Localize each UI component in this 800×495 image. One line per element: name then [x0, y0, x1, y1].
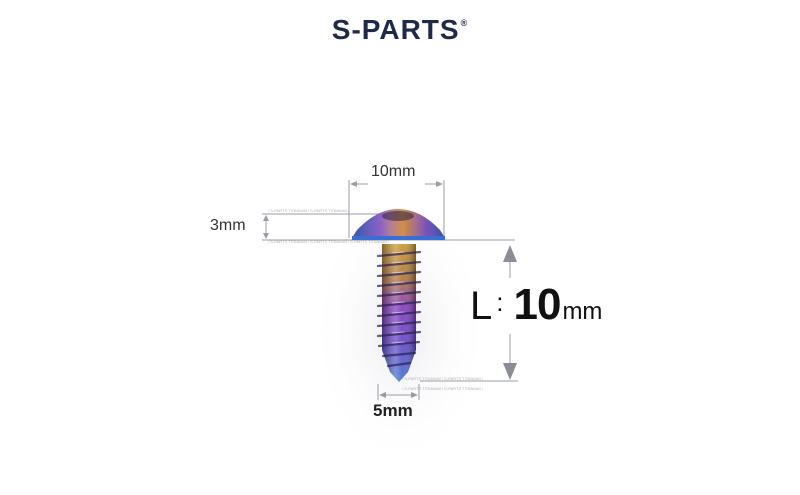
watermark-text: / S-PARTS TITANIUM / S-PARTS TITANIUM / … — [268, 208, 484, 391]
brand-logo: S-PARTS® — [0, 14, 800, 46]
registered-mark: ® — [460, 18, 469, 28]
head-width-label: 10mm — [371, 163, 416, 180]
head-height-label: 3mm — [210, 217, 246, 234]
svg-text:/ S-PARTS TITANIUM / S-PARTS T: / S-PARTS TITANIUM / S-PARTS TITANIUM / — [402, 376, 484, 381]
svg-text:/ S-PARTS TITANIUM / S-PARTS T: / S-PARTS TITANIUM / S-PARTS TITANIUM / — [402, 386, 484, 391]
length-symbol: L — [470, 284, 493, 328]
brand-name: S-PARTS — [331, 14, 460, 45]
screw-image — [352, 209, 445, 382]
thread-diameter-label: 5mm — [373, 401, 413, 420]
head-width-dimension — [348, 180, 445, 238]
svg-text:/ S-PARTS TITANIUM / S-PARTS T: / S-PARTS TITANIUM / S-PARTS TITANIUM / — [268, 208, 350, 213]
length-separator: : — [496, 287, 504, 317]
length-dimension — [420, 245, 518, 382]
svg-text:/ S-PARTS TITANIUM / S-PARTS T: / S-PARTS TITANIUM / S-PARTS TITANIUM / … — [268, 239, 390, 244]
length-value: 10 — [513, 280, 561, 329]
length-unit: mm — [562, 298, 603, 325]
thread-diameter-dimension — [377, 384, 420, 400]
length-label: L:10mm — [470, 280, 602, 330]
